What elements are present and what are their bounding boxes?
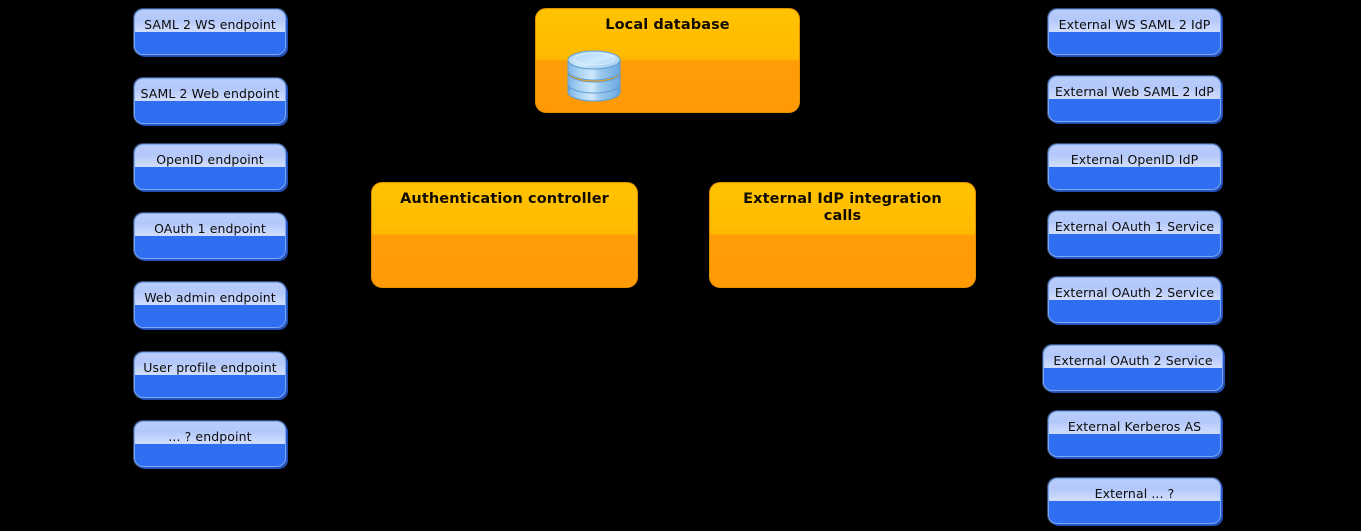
node-web-admin-endpoint[interactable]: Web admin endpoint: [134, 282, 286, 328]
node-label: External OAuth 2 Service: [1053, 353, 1213, 368]
node-label: Web admin endpoint: [144, 290, 276, 305]
node-external-oauth2-service-1[interactable]: External OAuth 2 Service: [1048, 277, 1221, 323]
node-label: External Kerberos AS: [1067, 419, 1202, 434]
node-title: External IdP integration calls: [743, 191, 942, 224]
node-label: External WS SAML 2 IdP: [1058, 17, 1211, 32]
node-openid-endpoint[interactable]: OpenID endpoint: [134, 144, 286, 190]
node-user-profile-endpoint[interactable]: User profile endpoint: [134, 352, 286, 398]
node-label: SAML 2 WS endpoint: [144, 17, 276, 32]
node-label: External Web SAML 2 IdP: [1055, 84, 1214, 99]
node-saml2-ws-endpoint[interactable]: SAML 2 WS endpoint: [134, 9, 286, 55]
node-external-kerberos-as[interactable]: External Kerberos AS: [1048, 411, 1221, 457]
node-label: External OpenID IdP: [1070, 152, 1199, 167]
node-title: Authentication controller: [400, 191, 609, 207]
node-external-oauth1-service[interactable]: External OAuth 1 Service: [1048, 211, 1221, 257]
node-title: Local database: [605, 17, 730, 33]
node-external-ws-saml2-idp[interactable]: External WS SAML 2 IdP: [1048, 9, 1221, 55]
node-label: External OAuth 1 Service: [1054, 219, 1215, 234]
node-authentication-controller[interactable]: Authentication controller: [371, 182, 638, 288]
node-saml2-web-endpoint[interactable]: SAML 2 Web endpoint: [134, 78, 286, 124]
node-label: OAuth 1 endpoint: [154, 221, 266, 236]
node-oauth1-endpoint[interactable]: OAuth 1 endpoint: [134, 213, 286, 259]
node-external-openid-idp[interactable]: External OpenID IdP: [1048, 144, 1221, 190]
database-icon: [565, 47, 623, 104]
node-external-idp-integration-calls[interactable]: External IdP integration calls: [709, 182, 976, 288]
node-external-web-saml2-idp[interactable]: External Web SAML 2 IdP: [1048, 76, 1221, 122]
node-label: User profile endpoint: [143, 360, 277, 375]
node-label: OpenID endpoint: [156, 152, 264, 167]
node-label: ... ? endpoint: [168, 429, 252, 444]
node-unknown-endpoint[interactable]: ... ? endpoint: [134, 421, 286, 467]
node-label: External OAuth 2 Service: [1054, 285, 1215, 300]
node-external-oauth2-service-2[interactable]: External OAuth 2 Service: [1043, 345, 1223, 391]
node-external-unknown[interactable]: External ... ?: [1048, 478, 1221, 524]
node-label: External ... ?: [1094, 486, 1175, 501]
node-local-database[interactable]: Local database: [535, 8, 800, 113]
node-label: SAML 2 Web endpoint: [140, 86, 280, 101]
